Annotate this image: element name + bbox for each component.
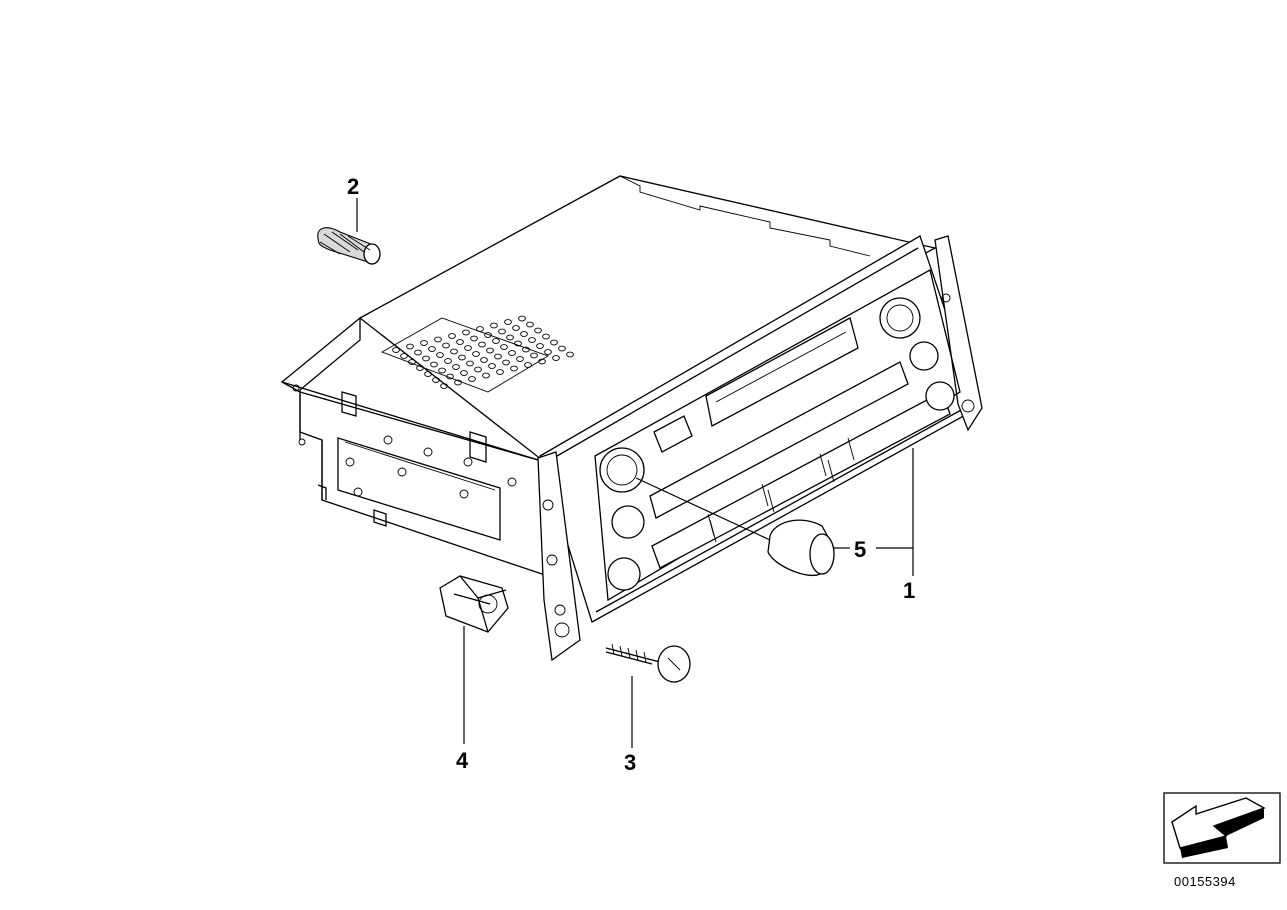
grille-hole bbox=[446, 373, 454, 380]
grille-hole bbox=[454, 379, 462, 386]
grille-hole bbox=[438, 367, 446, 374]
grille-hole bbox=[416, 365, 424, 371]
grille-hole bbox=[506, 334, 514, 341]
front-knobs bbox=[599, 297, 955, 591]
grille-hole bbox=[436, 352, 444, 358]
grille-hole bbox=[552, 355, 560, 361]
grille-hole bbox=[478, 341, 486, 348]
grille-hole bbox=[524, 362, 532, 368]
grille-hole bbox=[424, 371, 432, 377]
grille-hole bbox=[442, 342, 450, 349]
grille-hole bbox=[400, 353, 408, 359]
grille-hole bbox=[558, 345, 566, 352]
grille-hole bbox=[420, 340, 428, 346]
grille-hole bbox=[500, 344, 508, 350]
grille-hole bbox=[448, 333, 456, 339]
cap-part-illustration bbox=[767, 519, 835, 576]
grille-hole bbox=[504, 319, 512, 325]
grille-hole bbox=[456, 339, 464, 345]
grille-hole bbox=[480, 357, 488, 363]
grille-hole bbox=[434, 336, 442, 343]
grille-hole bbox=[472, 351, 480, 357]
vent-grille bbox=[380, 315, 574, 393]
callout-2: 2 bbox=[347, 174, 359, 199]
callout-3: 3 bbox=[624, 750, 636, 775]
grille-hole bbox=[494, 353, 502, 360]
callout-5: 5 bbox=[854, 537, 866, 562]
radio-unit-illustration bbox=[280, 175, 983, 662]
grille-hole bbox=[490, 322, 498, 329]
grille-hole bbox=[544, 349, 552, 355]
grille-hole bbox=[566, 351, 574, 358]
grille-hole bbox=[430, 361, 438, 368]
grille-hole bbox=[464, 345, 472, 351]
grille-hole bbox=[534, 327, 542, 334]
grille-hole bbox=[520, 331, 528, 337]
grille-hole bbox=[514, 340, 522, 347]
grille-hole bbox=[538, 358, 546, 365]
leader-lines bbox=[356, 198, 914, 748]
grille-hole bbox=[444, 358, 452, 364]
diagram-reference-number: 00155394 bbox=[1174, 874, 1236, 889]
grille-hole bbox=[498, 328, 506, 335]
grille-hole bbox=[408, 359, 416, 365]
grille-hole bbox=[452, 364, 460, 370]
grille-hole bbox=[470, 335, 478, 342]
grille-hole bbox=[486, 347, 494, 354]
grille-hole bbox=[526, 321, 534, 328]
grille-hole bbox=[536, 343, 544, 349]
grille-hole bbox=[550, 339, 558, 346]
grille-hole bbox=[428, 346, 436, 352]
grille-hole bbox=[476, 326, 484, 332]
grille-hole bbox=[528, 337, 536, 343]
grille-hole bbox=[484, 332, 492, 338]
grille-hole bbox=[516, 356, 524, 362]
grille-hole bbox=[462, 329, 470, 336]
grille-hole bbox=[482, 372, 490, 379]
callout-4: 4 bbox=[456, 748, 469, 773]
grille-hole bbox=[392, 347, 400, 353]
grille-hole bbox=[422, 355, 430, 362]
screw-part-illustration bbox=[605, 643, 691, 683]
grille-hole bbox=[512, 325, 520, 331]
grille-hole bbox=[466, 360, 474, 367]
grille-hole bbox=[450, 348, 458, 355]
grille-hole bbox=[440, 383, 448, 389]
grille-hole bbox=[518, 315, 526, 322]
grille-hole bbox=[492, 338, 500, 344]
grille-hole bbox=[474, 366, 482, 373]
grille-hole bbox=[414, 349, 422, 356]
grille-hole bbox=[468, 376, 476, 382]
knob-part-illustration bbox=[317, 227, 381, 265]
grille-hole bbox=[460, 370, 468, 376]
grille-hole bbox=[522, 346, 530, 353]
grille-hole bbox=[510, 365, 518, 372]
grille-hole bbox=[488, 363, 496, 369]
grille-hole bbox=[406, 343, 414, 350]
clip-part-illustration bbox=[439, 575, 509, 633]
grille-hole bbox=[458, 354, 466, 361]
grille-hole bbox=[432, 377, 440, 383]
grille-hole bbox=[530, 352, 538, 359]
grille-hole bbox=[508, 350, 516, 356]
grille-hole bbox=[502, 359, 510, 366]
grille-hole bbox=[496, 369, 504, 375]
callout-1: 1 bbox=[903, 578, 915, 603]
grille-hole bbox=[542, 333, 550, 340]
direction-arrow-icon bbox=[1163, 792, 1281, 864]
